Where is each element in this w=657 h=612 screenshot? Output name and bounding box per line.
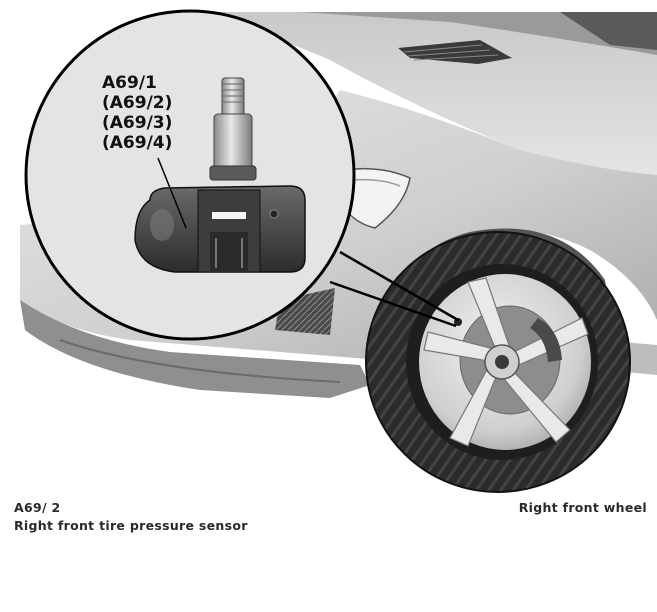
callout-leader-lines [329,250,459,328]
diagram-figure: A69/1(A69/2)(A69/3)(A69/4) [20,9,657,493]
wheel-rim-illustration [365,231,631,493]
callout-label-1: A69/1 [102,73,157,93]
callout-labels: A69/1(A69/2)(A69/3)(A69/4) [102,73,172,153]
component-description-caption: Right front tire pressure sensor [14,518,248,533]
sensor-detail-inset: A69/1(A69/2)(A69/3)(A69/4) [24,9,356,341]
callout-label-2: (A69/2) [102,93,172,113]
component-code-caption: A69/ 2 [14,500,61,515]
callout-label-3: (A69/3) [102,113,172,133]
tire-pressure-sensor-illustration [134,77,306,273]
callout-label-4: (A69/4) [102,133,172,153]
component-location-caption: Right front wheel [518,500,647,515]
